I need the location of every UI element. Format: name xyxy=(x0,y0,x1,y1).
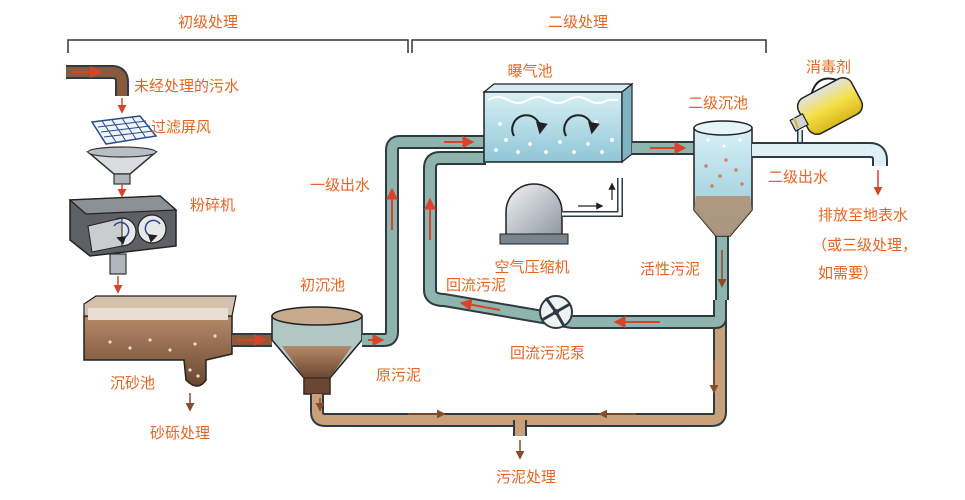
discharge-note-line2: 如需要） xyxy=(818,264,878,282)
secondary-clarifier xyxy=(693,120,753,237)
grinder-label: 粉碎机 xyxy=(190,196,235,214)
primary-sludge-label: 原污泥 xyxy=(376,366,421,384)
secondary-effluent-label: 二级出水 xyxy=(768,168,828,186)
discharge-note-line1: （或三级处理， xyxy=(812,236,917,254)
secondary-stage-label: 二级处理 xyxy=(548,13,608,31)
inlet-pipe xyxy=(66,65,129,96)
disinfectant-jug-icon xyxy=(789,77,864,135)
sludge-bottom-pipe xyxy=(310,312,727,436)
return-sludge-pump-label: 回流污泥泵 xyxy=(510,344,585,362)
return-sludge-label: 回流污泥 xyxy=(446,276,506,294)
primary-clarifier xyxy=(271,306,363,395)
air-compressor-label: 空气压缩机 xyxy=(494,258,569,276)
secondary-stage-bracket xyxy=(411,39,767,53)
aeration-tank xyxy=(482,82,634,164)
return-sludge-pipe xyxy=(423,151,727,329)
grit-disposal-label: 砂砾处理 xyxy=(150,424,210,442)
grinder-rollers-icon xyxy=(68,195,178,275)
screen-grid-icon xyxy=(90,115,158,145)
disinfectant-label: 消毒剂 xyxy=(806,58,851,76)
sludge-treatment-label: 污泥处理 xyxy=(496,468,556,486)
grit-chamber-label: 沉砂池 xyxy=(110,374,155,392)
compressor-dome-icon xyxy=(499,178,623,245)
aeration-tank-label: 曝气池 xyxy=(507,62,552,80)
primary-stage-bracket xyxy=(67,39,409,53)
raw-sewage-label: 未经处理的污水 xyxy=(134,77,239,95)
secondary-effluent-pipe xyxy=(752,130,888,166)
primary-effluent-label: 一级出水 xyxy=(310,176,370,194)
activated-sludge-label: 活性污泥 xyxy=(640,260,700,278)
screen-label: 过滤屏风 xyxy=(151,118,211,136)
discharge-label: 排放至地表水 xyxy=(818,206,908,224)
grit-chamber xyxy=(83,295,237,387)
secondary-clarifier-label: 二级沉池 xyxy=(688,94,748,112)
primary-effluent-pipe xyxy=(362,135,486,347)
primary-clarifier-label: 初沉池 xyxy=(300,276,345,294)
primary-stage-label: 初级处理 xyxy=(178,13,238,31)
pump-impeller-icon xyxy=(539,295,573,329)
screen-funnel xyxy=(85,146,159,185)
